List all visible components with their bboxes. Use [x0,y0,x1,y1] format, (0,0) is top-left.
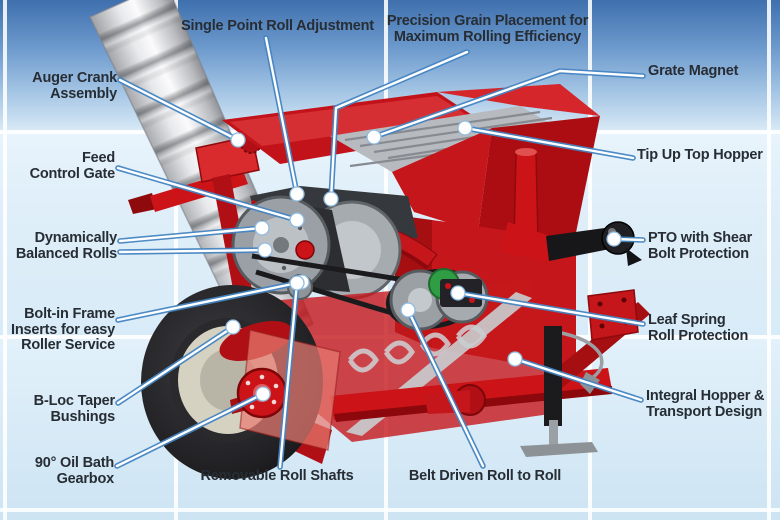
callout-auger-crank-assembly: Auger Crank Assembly [32,70,117,102]
leader-belt-driven [400,302,486,469]
leader-removable [277,275,305,470]
dot-gearbox [255,386,271,402]
dot-pto [606,231,622,247]
callout-removable-roll-shafts: Removable Roll Shafts [200,468,354,484]
callout-single-point-roll-adjustment: Single Point Roll Adjustment [181,18,374,34]
grid-line-vertical [767,0,771,520]
grid-line-vertical [3,0,7,520]
callout-leaf-spring-roll-protection: Leaf Spring Roll Protection [648,312,749,344]
leader-precision [323,49,470,207]
leader-bolt-in [115,274,310,323]
leader-pto [606,231,646,247]
callout-feed-control-gate: Feed Control Gate [29,150,116,182]
callout-precision-grain-placement: Precision Grain Placement for Maximum Ro… [386,13,589,45]
top-hopper [222,84,600,252]
grate [330,106,576,172]
dot-feed-control [289,212,305,228]
callout-belt-driven-roll-to-roll: Belt Driven Roll to Roll [408,468,562,484]
pto-shaft [500,221,642,266]
leader-single-point [263,35,305,202]
dot-integral [507,351,523,367]
callout-pto-shear-bolt: PTO with Shear Bolt Protection [648,230,753,262]
dot-tip-up [457,120,473,136]
leader-b-loc [115,319,241,406]
callout-90-oil-bath-gearbox: 90° Oil Bath Gearbox [34,455,114,487]
callout-bolt-in-frame-inserts: Bolt-in Frame Inserts for easy Roller Se… [11,306,115,353]
callout-grate-magnet: Grate Magnet [648,63,739,79]
leader-grate-magnet [366,68,646,145]
dot-auger-crank [230,132,246,148]
dot-removable [289,275,305,291]
leader-dynamically [117,220,273,258]
grid-line-horizontal [0,508,780,512]
leader-feed-control [115,165,305,228]
callout-integral-hopper-transport: Integral Hopper & Transport Design [646,388,765,420]
callout-b-loc-taper-bushings: B-Loc Taper Bushings [33,393,116,425]
frame-rail [330,279,650,422]
dot-b-loc [225,319,241,335]
dot-single-point [289,186,305,202]
callout-tip-up-top-hopper: Tip Up Top Hopper [637,147,763,163]
dot-dynamically-1 [254,220,270,236]
grid-line-vertical [588,0,592,520]
leader-tip-up [457,120,636,161]
jack-stand [520,326,604,457]
leader-gearbox [114,386,271,469]
grid-line-vertical [174,0,178,520]
dot-precision [323,191,339,207]
leader-leaf-spring [450,285,646,327]
dot-belt-driven [400,302,416,318]
dot-dynamically-2 [257,242,273,258]
dot-grate-magnet [366,129,382,145]
leader-integral [507,351,644,403]
callout-dynamically-balanced-rolls: Dynamically Balanced Rolls [15,230,117,262]
dot-leaf-spring [450,285,466,301]
leader-auger-crank [117,77,246,148]
